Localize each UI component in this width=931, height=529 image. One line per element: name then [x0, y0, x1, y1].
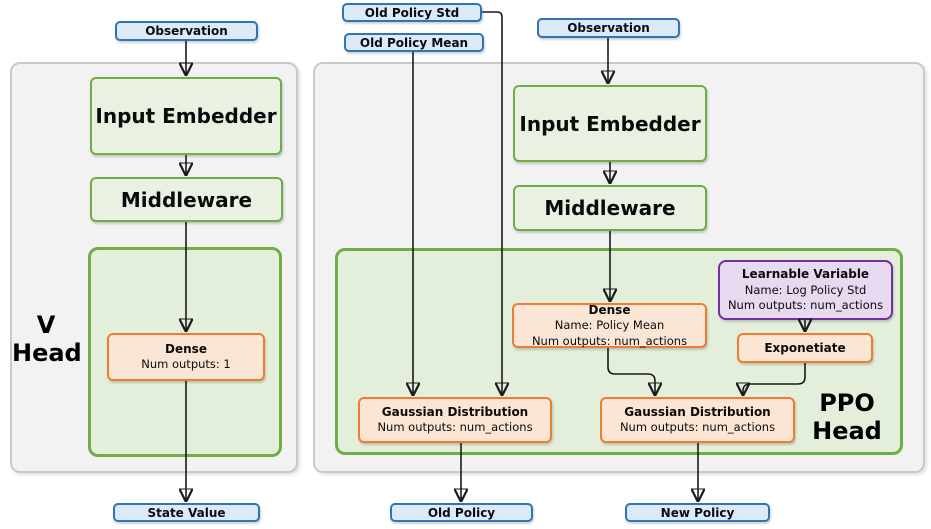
gaussian-distribution-old: Gaussian Distribution Num outputs: num_a…	[358, 397, 552, 443]
old-policy-mean-input-label: Old Policy Mean	[359, 35, 469, 50]
old-policy-output: Old Policy	[390, 503, 533, 522]
ppo-head-label-line2: Head	[812, 416, 882, 445]
observation-input-v-label: Observation	[145, 24, 228, 38]
new-policy-output: New Policy	[625, 503, 770, 522]
new-policy-output-label: New Policy	[660, 505, 735, 520]
gaussian-distribution-new: Gaussian Distribution Num outputs: num_a…	[600, 397, 795, 443]
ppo-head-label-line1: PPO	[819, 389, 875, 417]
old-policy-mean-input: Old Policy Mean	[344, 33, 484, 52]
dense-policy-mean-name: Name: Policy Mean	[554, 318, 665, 333]
dense-policy-mean-num-outputs: Num outputs: num_actions	[531, 333, 688, 348]
gaussian-distribution-old-title: Gaussian Distribution	[381, 405, 529, 420]
dense-v-title: Dense	[165, 342, 207, 357]
v-head-label: V Head	[12, 311, 82, 367]
exponetiate-label: Exponetiate	[764, 340, 846, 355]
dense-v: Dense Num outputs: 1	[107, 333, 265, 381]
learnable-variable: Learnable Variable Name: Log Policy Std …	[718, 260, 893, 320]
dense-policy-mean: Dense Name: Policy Mean Num outputs: num…	[512, 303, 707, 348]
observation-input-v: Observation	[115, 21, 258, 41]
input-embedder-ppo-label: Input Embedder	[519, 111, 701, 136]
input-embedder-v-label: Input Embedder	[95, 104, 277, 128]
middleware-ppo-label: Middleware	[544, 196, 676, 220]
ppo-head-label: PPO Head	[803, 389, 891, 445]
learnable-variable-title: Learnable Variable	[741, 267, 870, 282]
observation-input-ppo-label: Observation	[567, 21, 650, 35]
observation-input-ppo: Observation	[537, 18, 680, 38]
middleware-v: Middleware	[90, 177, 283, 222]
state-value-output-label: State Value	[147, 505, 226, 520]
state-value-output: State Value	[113, 503, 260, 522]
learnable-variable-num-outputs: Num outputs: num_actions	[727, 298, 884, 313]
old-policy-std-input-label: Old Policy Std	[364, 5, 460, 20]
v-head-label-line1: V	[36, 311, 56, 339]
dense-v-num-outputs: Num outputs: 1	[141, 357, 231, 372]
gaussian-distribution-old-num-outputs: Num outputs: num_actions	[377, 420, 533, 435]
gaussian-distribution-new-title: Gaussian Distribution	[624, 405, 771, 420]
gaussian-distribution-new-num-outputs: Num outputs: num_actions	[619, 420, 776, 435]
middleware-v-label: Middleware	[120, 187, 253, 212]
dense-policy-mean-title: Dense	[588, 302, 631, 317]
exponetiate: Exponetiate	[737, 333, 873, 363]
old-policy-std-input: Old Policy Std	[342, 3, 482, 22]
v-head-label-line2: Head	[12, 338, 82, 367]
middleware-ppo: Middleware	[513, 185, 707, 231]
input-embedder-ppo: Input Embedder	[513, 85, 707, 162]
old-policy-output-label: Old Policy	[427, 505, 496, 520]
learnable-variable-name: Name: Log Policy Std	[744, 282, 867, 297]
input-embedder-v: Input Embedder	[90, 77, 282, 155]
